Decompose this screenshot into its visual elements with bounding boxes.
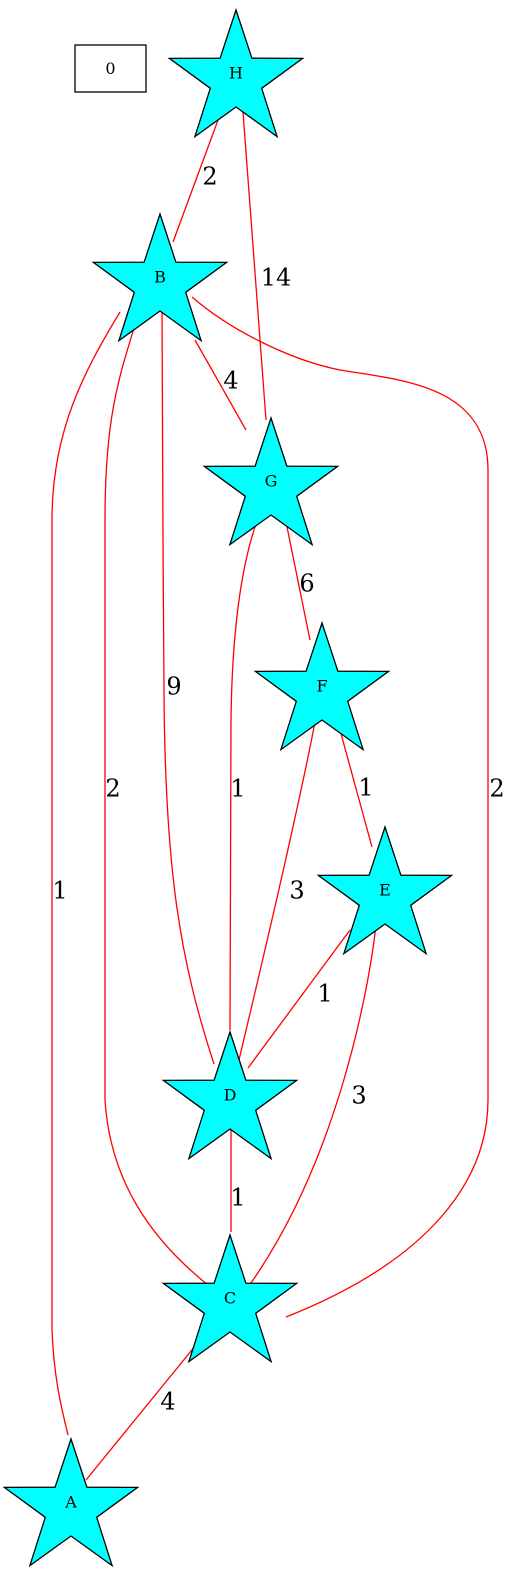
legend-box: 0 xyxy=(74,44,147,93)
node-C: C xyxy=(161,1232,299,1364)
edge-weight-B-C: 2 xyxy=(489,775,504,803)
star-icon xyxy=(167,7,305,139)
node-label-B: B xyxy=(154,268,166,287)
star-icon xyxy=(253,620,391,752)
node-label-G: G xyxy=(265,472,278,491)
node-label-F: F xyxy=(316,677,327,696)
edge-G-D xyxy=(229,507,263,1031)
edge-E-D xyxy=(247,929,351,1069)
edge-weight-F-E: 1 xyxy=(358,774,373,802)
node-F: F xyxy=(253,620,391,752)
star-icon xyxy=(2,1436,140,1568)
edge-weight-B-A: 1 xyxy=(52,877,67,905)
edge-weight-B-D: 9 xyxy=(166,673,181,701)
star-icon xyxy=(202,415,340,547)
node-H: H xyxy=(167,7,305,139)
nodes-layer: H B G F E D C A xyxy=(2,7,454,1568)
node-label-C: C xyxy=(224,1289,236,1308)
edge-weight-G-D: 1 xyxy=(230,775,245,803)
node-G: G xyxy=(202,415,340,547)
edge-weight-E-C: 3 xyxy=(351,1082,366,1110)
node-label-D: D xyxy=(224,1086,237,1105)
edges-layer xyxy=(51,111,489,1481)
edge-H-B xyxy=(172,111,222,243)
edge-weight-H-G: 14 xyxy=(261,264,292,292)
node-label-A: A xyxy=(64,1493,77,1512)
edge-weight-E-D: 1 xyxy=(317,980,332,1008)
edge-weight-G-F: 6 xyxy=(299,570,314,598)
edge-B-D xyxy=(161,307,215,1065)
edge-F-D xyxy=(237,721,316,1065)
node-B: B xyxy=(91,211,229,343)
star-icon xyxy=(161,1232,299,1364)
edge-H-G xyxy=(242,111,267,421)
node-A: A xyxy=(2,1436,140,1568)
edge-weight-F-D: 3 xyxy=(289,877,304,905)
star-icon xyxy=(161,1029,299,1161)
edge-B-G xyxy=(194,339,247,431)
node-label-E: E xyxy=(379,881,391,900)
edge-B-C xyxy=(191,296,489,1318)
edge-weight-C-A: 4 xyxy=(160,1388,175,1416)
edge-E-C xyxy=(245,924,377,1291)
edge-C-A xyxy=(85,1339,201,1481)
node-D: D xyxy=(161,1029,299,1161)
edge-B-A xyxy=(51,311,121,1436)
star-icon xyxy=(316,824,454,956)
edge-F-E xyxy=(339,729,373,848)
node-label-H: H xyxy=(229,64,243,83)
star-icon xyxy=(91,211,229,343)
legend-box-label: 0 xyxy=(105,59,115,78)
edge-B-C xyxy=(104,324,214,1290)
edge-weight-B-C: 2 xyxy=(105,775,120,803)
node-E: E xyxy=(316,824,454,956)
edge-G-F xyxy=(285,521,311,641)
edge-weight-H-B: 2 xyxy=(202,163,217,191)
edge-weight-D-C: 1 xyxy=(230,1184,245,1212)
edge-weight-B-G: 4 xyxy=(223,367,238,395)
